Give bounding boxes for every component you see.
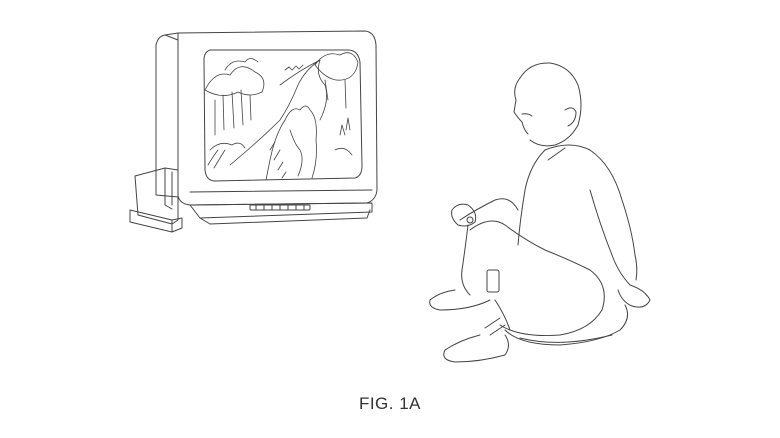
tv-screen-scene [204,52,359,181]
television [155,30,378,225]
figure-caption: FIG. 1A [358,394,422,413]
child [429,62,651,363]
game-console [129,167,183,233]
